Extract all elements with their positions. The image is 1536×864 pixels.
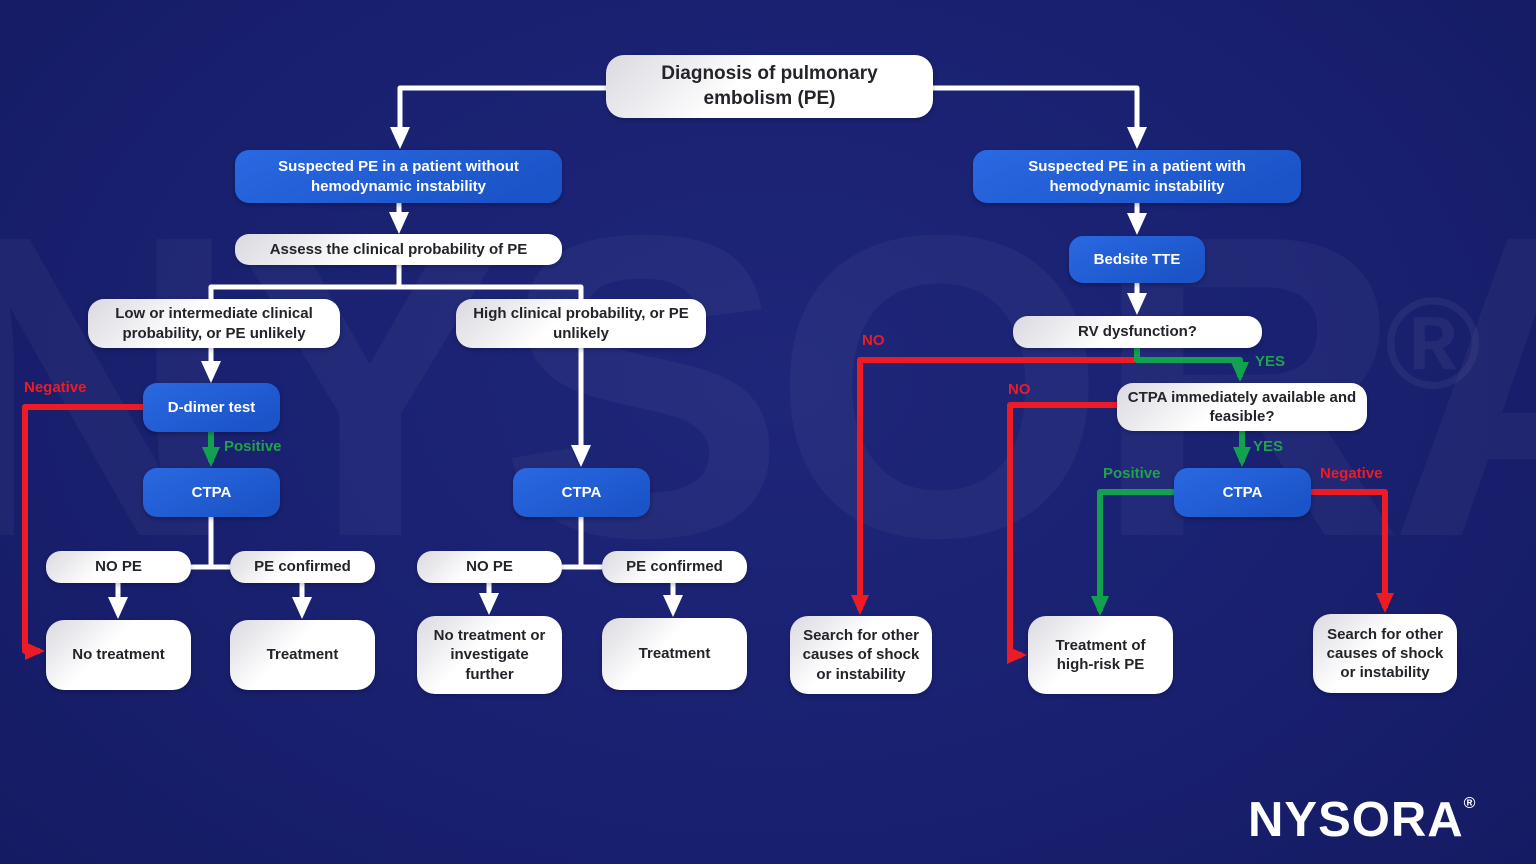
node-treatment-left: Treatment bbox=[230, 620, 375, 690]
edge-rv-yes bbox=[1134, 347, 1249, 382]
node-low-intermediate-probability: Low or intermediate clinical probability… bbox=[88, 299, 340, 348]
label-ctpa-avail-no: NO bbox=[1008, 381, 1031, 398]
node-title: Diagnosis of pulmonary embolism (PE) bbox=[606, 55, 933, 118]
edge-ctpa-mid-split bbox=[562, 517, 602, 570]
node-no-treatment-left: No treatment bbox=[46, 620, 191, 690]
node-no-pe-mid: NO PE bbox=[417, 551, 562, 583]
node-treatment-high-risk: Treatment of high-risk PE bbox=[1028, 616, 1173, 694]
node-ctpa-mid: CTPA bbox=[513, 468, 650, 517]
edge-ctpa-left-split bbox=[191, 517, 230, 570]
edge-ctpa-negative bbox=[1311, 489, 1394, 613]
label-ctpa-avail-yes: YES bbox=[1253, 438, 1284, 455]
edge-assess-split bbox=[208, 265, 584, 299]
node-no-pe-left: NO PE bbox=[46, 551, 191, 583]
edge-rv-no bbox=[851, 357, 1135, 615]
nysora-logo-text: NYSORA bbox=[1248, 793, 1464, 847]
node-search-other-causes-right: Search for other causes of shock or inst… bbox=[1313, 614, 1457, 693]
label-ctpa-positive: Positive bbox=[1103, 465, 1161, 482]
node-pe-confirmed-mid: PE confirmed bbox=[602, 551, 747, 583]
nysora-logo: NYSORA® bbox=[1248, 792, 1475, 848]
node-bedsite-tte: Bedsite TTE bbox=[1069, 236, 1205, 283]
edge-dimer-negative bbox=[22, 404, 143, 660]
node-search-other-causes-left: Search for other causes of shock or inst… bbox=[790, 616, 932, 694]
label-rv-yes: YES bbox=[1255, 353, 1286, 370]
node-d-dimer-test: D-dimer test bbox=[143, 383, 280, 432]
label-ctpa-negative: Negative bbox=[1320, 465, 1383, 482]
node-ctpa-left: CTPA bbox=[143, 468, 280, 517]
label-dimer-negative: Negative bbox=[24, 379, 87, 396]
node-suspected-without-instability: Suspected PE in a patient without hemody… bbox=[235, 150, 562, 203]
node-treatment-mid: Treatment bbox=[602, 618, 747, 690]
edge-ctpa-positive bbox=[1091, 489, 1174, 616]
node-assess-probability: Assess the clinical probability of PE bbox=[235, 234, 562, 265]
node-pe-confirmed-left: PE confirmed bbox=[230, 551, 375, 583]
node-ctpa-available: CTPA immediately available and feasible? bbox=[1117, 383, 1367, 431]
node-suspected-with-instability: Suspected PE in a patient with hemodynam… bbox=[973, 150, 1301, 203]
label-rv-no: NO bbox=[862, 332, 885, 349]
node-ctpa-right: CTPA bbox=[1174, 468, 1311, 517]
node-no-treatment-investigate: No treatment or investigate further bbox=[417, 616, 562, 694]
edge-ctpa-avail-no bbox=[1007, 402, 1117, 664]
nysora-watermark-reg-icon: ® bbox=[1385, 270, 1481, 416]
nysora-logo-reg-icon: ® bbox=[1463, 795, 1476, 812]
edge-title-left bbox=[390, 85, 606, 149]
label-dimer-positive: Positive bbox=[224, 438, 282, 455]
node-high-probability: High clinical probability, or PE unlikel… bbox=[456, 299, 706, 348]
node-rv-dysfunction: RV dysfunction? bbox=[1013, 316, 1262, 348]
edge-title-right bbox=[933, 85, 1147, 149]
